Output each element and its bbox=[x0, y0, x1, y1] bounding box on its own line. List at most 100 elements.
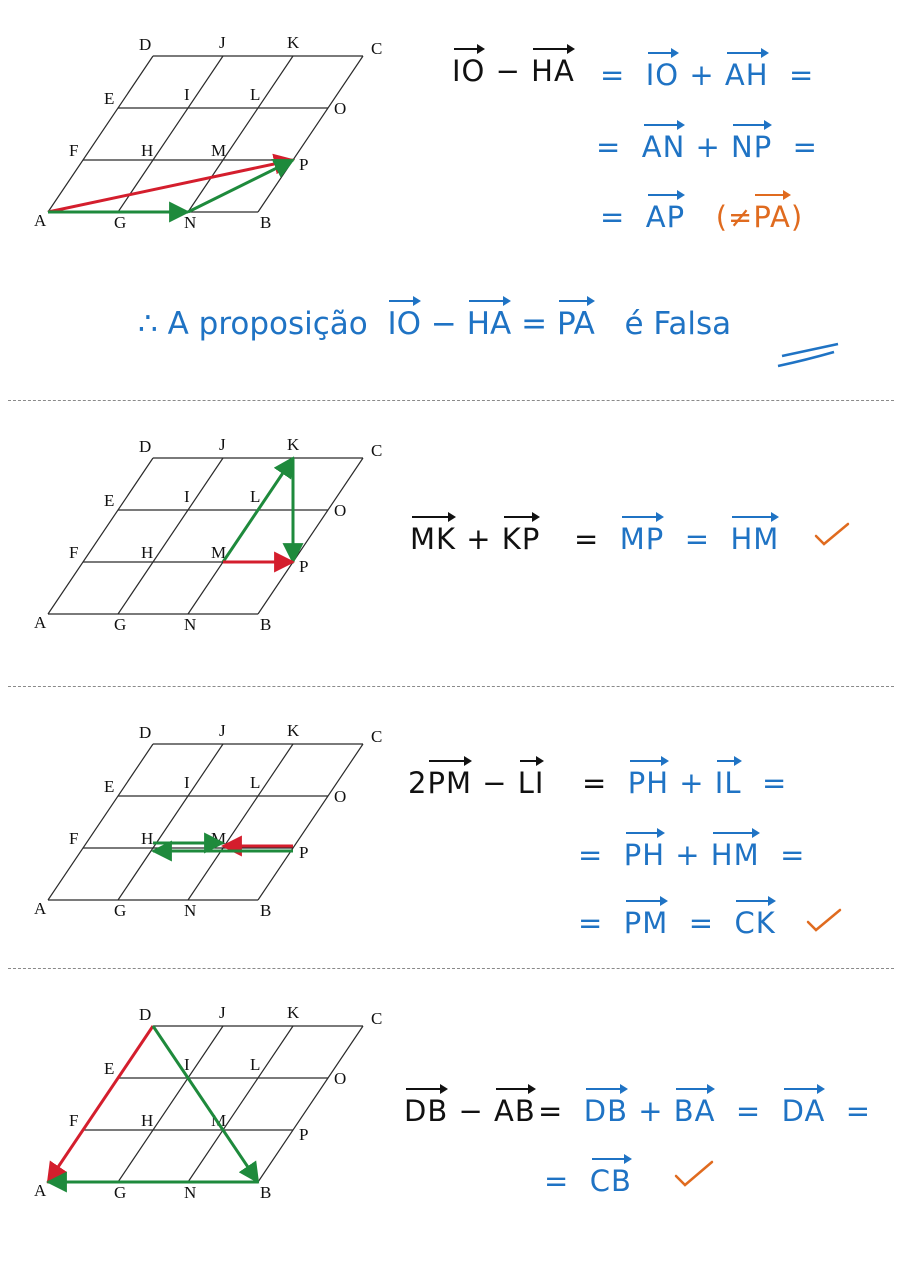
scalar: 2 bbox=[408, 766, 428, 800]
point-label-A: A bbox=[34, 613, 47, 632]
grid-line bbox=[117, 457, 224, 615]
point-label-J: J bbox=[219, 435, 226, 454]
point-label-P: P bbox=[299, 557, 308, 576]
operator: = bbox=[578, 838, 604, 872]
equation-line-2: = AN + NP = bbox=[596, 120, 818, 164]
point-label-L: L bbox=[250, 773, 260, 792]
point-label-F: F bbox=[69, 829, 78, 848]
note-not-equal: (≠ bbox=[715, 200, 754, 234]
point-label-I: I bbox=[184, 1055, 190, 1074]
point-label-F: F bbox=[69, 141, 78, 160]
operator: + bbox=[679, 766, 705, 800]
point-label-K: K bbox=[287, 1003, 300, 1022]
vector-arrow-AP bbox=[47, 153, 296, 214]
vector: HM bbox=[730, 512, 780, 556]
vector: HM bbox=[711, 828, 760, 872]
point-label-E: E bbox=[104, 777, 114, 796]
point-label-A: A bbox=[34, 211, 47, 230]
grid-line bbox=[257, 55, 364, 213]
point-label-J: J bbox=[219, 1003, 226, 1022]
point-label-O: O bbox=[334, 501, 346, 520]
vector-arrow-MK bbox=[221, 456, 295, 563]
operator: = bbox=[582, 766, 608, 800]
point-label-O: O bbox=[334, 787, 346, 806]
operator: + bbox=[638, 1094, 664, 1128]
point-label-H: H bbox=[141, 543, 153, 562]
separator bbox=[8, 686, 894, 687]
point-label-G: G bbox=[114, 901, 126, 920]
operator: = bbox=[538, 1094, 564, 1128]
vector: IO bbox=[387, 296, 421, 342]
point-label-D: D bbox=[139, 1005, 151, 1024]
point-label-D: D bbox=[139, 35, 151, 54]
point-label-E: E bbox=[104, 89, 114, 108]
vector: PH bbox=[624, 828, 666, 872]
equation-line-1: = MP = HM bbox=[574, 512, 780, 556]
equation-line-1: = PH + IL = bbox=[582, 756, 787, 800]
operator: = bbox=[735, 1094, 762, 1128]
point-label-P: P bbox=[299, 155, 308, 174]
operator: + bbox=[675, 838, 701, 872]
point-label-J: J bbox=[219, 33, 226, 52]
point-label-H: H bbox=[141, 1111, 153, 1130]
vector: DB bbox=[404, 1084, 449, 1128]
point-label-J: J bbox=[219, 721, 226, 740]
equation-left: IO − HA bbox=[452, 44, 575, 88]
equation-left: MK + KP bbox=[410, 512, 540, 556]
vector: PA bbox=[557, 296, 595, 342]
grid-line bbox=[117, 55, 224, 213]
grid-line bbox=[47, 743, 154, 901]
vector: NP bbox=[731, 120, 773, 164]
operator: − bbox=[485, 54, 532, 88]
vector: MP bbox=[620, 512, 665, 556]
vector: AN bbox=[642, 120, 686, 164]
equation-left: DB − AB bbox=[404, 1084, 536, 1128]
point-label-C: C bbox=[371, 39, 382, 58]
grid-line bbox=[257, 457, 364, 615]
equation-line-3: = AP (≠PA) bbox=[600, 190, 803, 234]
checkmark-icon bbox=[674, 1160, 714, 1187]
vector: MK bbox=[410, 512, 457, 556]
point-label-O: O bbox=[334, 99, 346, 118]
equation-line-3: = PM = CK bbox=[578, 896, 777, 940]
conclusion: ∴ A proposição IO − HA = PA é Falsa bbox=[138, 296, 731, 342]
point-label-A: A bbox=[34, 1181, 47, 1200]
operator: = bbox=[596, 130, 622, 164]
point-label-I: I bbox=[184, 487, 190, 506]
checkmark-icon bbox=[806, 908, 842, 932]
equation-line-1: = DB + BA = DA = bbox=[538, 1084, 871, 1128]
point-label-O: O bbox=[334, 1069, 346, 1088]
point-label-D: D bbox=[139, 723, 151, 742]
operator: − bbox=[482, 766, 508, 800]
point-label-F: F bbox=[69, 1111, 78, 1130]
vector: AH bbox=[725, 48, 769, 92]
grid-line bbox=[47, 457, 154, 615]
operator: = bbox=[845, 1094, 872, 1128]
vector: CB bbox=[590, 1154, 633, 1198]
point-label-G: G bbox=[114, 1183, 126, 1202]
equation-left: 2PM − LI bbox=[408, 756, 545, 800]
point-label-K: K bbox=[287, 435, 300, 454]
operator: = bbox=[600, 200, 626, 234]
point-label-E: E bbox=[104, 1059, 114, 1078]
double-underline bbox=[777, 342, 839, 368]
operator: + bbox=[466, 522, 492, 556]
equation-line-2: = CB bbox=[544, 1154, 633, 1198]
operator: = bbox=[761, 766, 788, 800]
point-label-P: P bbox=[299, 843, 308, 862]
vector: KP bbox=[502, 512, 541, 556]
point-label-C: C bbox=[371, 441, 382, 460]
vector: IO bbox=[646, 48, 680, 92]
vector: DA bbox=[782, 1084, 826, 1128]
operator: = bbox=[574, 522, 600, 556]
point-label-G: G bbox=[114, 213, 126, 232]
point-label-P: P bbox=[299, 1125, 308, 1144]
vector: BA bbox=[674, 1084, 716, 1128]
point-label-H: H bbox=[141, 141, 153, 160]
operator: = bbox=[688, 906, 715, 940]
operator: = bbox=[578, 906, 604, 940]
point-label-A: A bbox=[34, 899, 47, 918]
